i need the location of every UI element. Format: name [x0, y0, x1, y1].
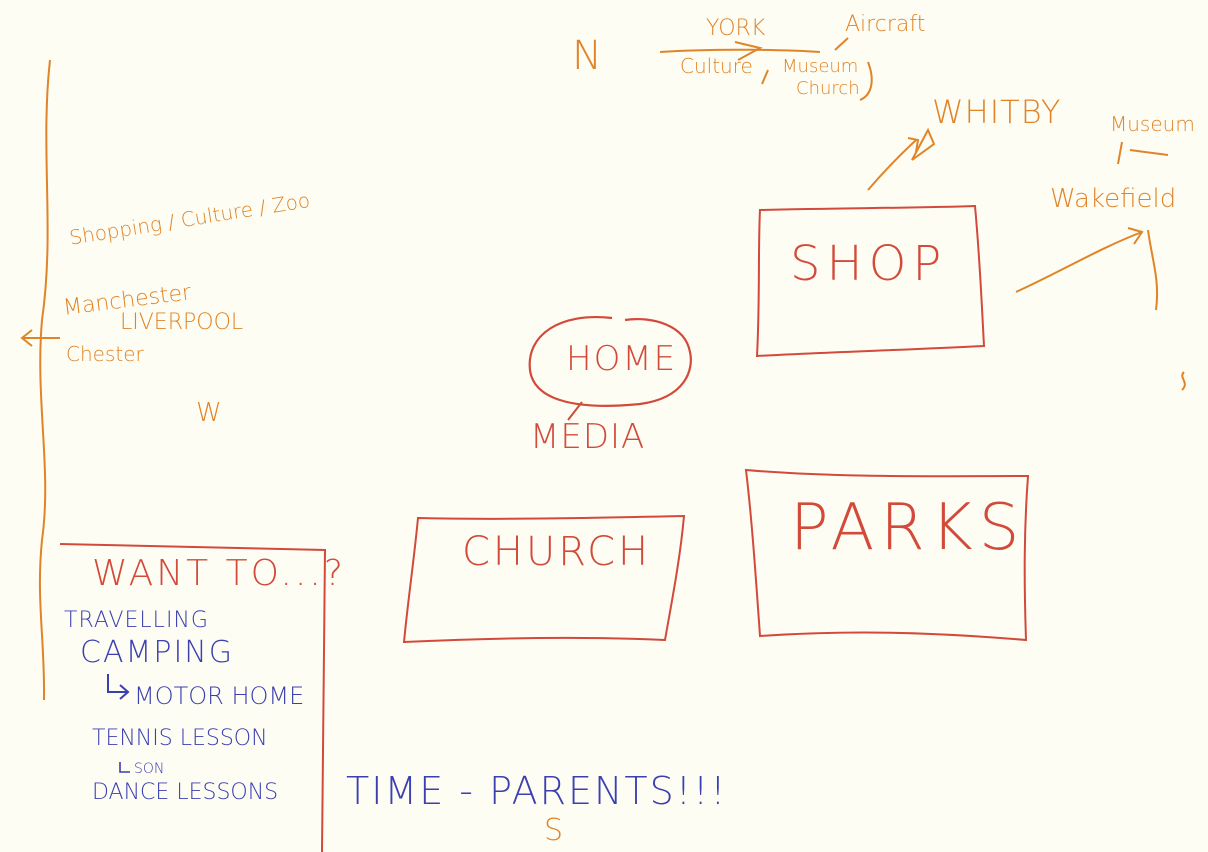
parks-box [744, 468, 1030, 642]
whitby-pointer [911, 127, 936, 161]
compass-south: S [544, 813, 564, 848]
north-york: YORK [706, 16, 766, 41]
shop-box [755, 204, 986, 358]
east-museum: Museum [1110, 112, 1195, 136]
west-arrow [20, 329, 60, 347]
want-to-title: WANT TO...? [92, 553, 346, 594]
west-liverpool: LIVERPOOL [120, 310, 244, 335]
home-circle [528, 315, 692, 407]
east-whitby: WHITBY [932, 93, 1062, 131]
north-culture: Culture [680, 54, 753, 78]
compass-north: N [572, 33, 602, 79]
home-media-link [567, 401, 583, 421]
east-squiggle [1181, 371, 1186, 391]
whitby-arrow [867, 137, 920, 191]
want-to-item-camping: CAMPING [80, 635, 234, 670]
want-to-item-tennis: TENNIS LESSON [92, 726, 268, 751]
east-wakefield: Wakefield [1050, 184, 1177, 214]
north-aircraft: Aircraft [845, 12, 926, 37]
north-museum: Museum [782, 56, 859, 77]
want-to-box [59, 543, 327, 852]
parks-label: PARKS [790, 491, 1026, 565]
museum-branch [1117, 141, 1169, 165]
wakefield-arrow [1015, 227, 1144, 293]
north-divider [834, 37, 849, 51]
york-underline [659, 48, 821, 53]
north-church: Church [796, 78, 860, 99]
church-box [402, 514, 686, 644]
media-label: MEDIA [530, 417, 646, 457]
want-to-item-son: SON [134, 761, 165, 777]
motor-home-arrow [107, 674, 130, 700]
north-divider-2 [761, 69, 769, 85]
york-arrow [734, 41, 763, 61]
compass-west: W [196, 398, 222, 428]
want-to-item-motor-home: MOTOR HOME [134, 682, 305, 710]
home-label: HOME [566, 339, 678, 379]
shop-label: SHOP [790, 236, 948, 292]
left-margin-line [38, 59, 51, 701]
time-parents-note: TIME - PARENTS!!! [346, 769, 728, 813]
want-to-item-travelling: TRAVELLING [64, 608, 209, 633]
want-to-item-dance: DANCE LESSONS [92, 780, 279, 805]
church-label: CHURCH [462, 529, 652, 575]
west-chester: Chester [66, 342, 144, 366]
son-arrow [119, 762, 130, 773]
north-bracket [859, 61, 873, 101]
east-line [1147, 229, 1159, 311]
